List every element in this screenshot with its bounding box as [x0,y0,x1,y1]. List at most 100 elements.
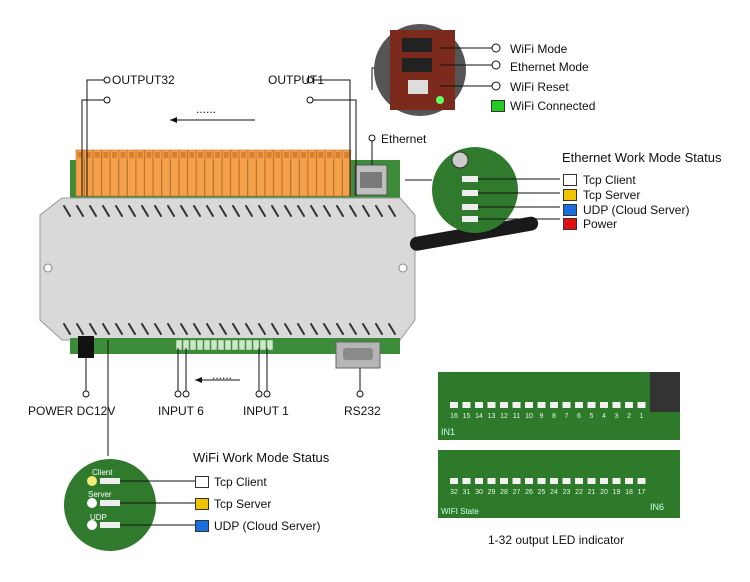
wifi-udp-swatch [195,520,209,532]
terminal-pin [118,149,128,197]
terminal-pin [110,149,119,197]
terminal-pin [282,149,291,197]
output-led [475,402,483,408]
output-terminal-blocks [75,149,351,197]
terminal-pin [342,149,351,197]
input-pin [252,339,260,351]
led-caption: 1-32 output LED indicator [488,533,625,547]
output1-label: OUTPUT1 [268,73,325,87]
led-number: 19 [613,489,621,496]
output-led [525,478,533,484]
led-number: 9 [540,413,544,420]
output-led [450,478,458,484]
input-pin [210,339,218,351]
output-led [550,402,558,408]
output-led [600,402,608,408]
led-number: 29 [488,489,496,496]
wifi-tcp-client-label: Tcp Client [214,475,267,489]
silk-client: Client [92,468,113,477]
terminal-pin [264,149,274,197]
input-pin [217,339,225,351]
led-number: 26 [525,489,533,496]
terminal-pin [144,149,154,197]
terminal-pin [239,149,248,197]
input1-label: INPUT 1 [243,404,289,418]
dots-top: ...... [196,102,217,116]
input-pin [231,339,239,351]
terminal-pin [213,149,222,197]
eth-udp-swatch [563,204,577,216]
output-led [487,478,496,484]
led-number: 18 [625,489,633,496]
eth-power-swatch [563,218,577,230]
wifi-mode-label: WiFi Mode [510,42,568,56]
input-pin [266,339,274,351]
power-label: POWER DC12V [28,404,116,418]
output-led [512,478,521,484]
terminal-pin [84,149,93,197]
output-led [525,402,533,408]
led-number: 11 [513,413,520,420]
terminal-pin [187,149,197,197]
terminal-pin [247,149,257,197]
led-number: 5 [590,413,594,420]
output32-label: OUTPUT32 [112,73,175,87]
terminal-pin [178,149,188,197]
silk-udp: UDP [90,513,107,522]
output-led [600,478,608,484]
terminal-pin [256,149,265,197]
terminal-pin [333,149,343,197]
output-led [637,478,646,484]
input-pin [203,339,211,351]
led-number: 21 [588,489,596,496]
terminal-pin [92,149,102,197]
output-led [587,478,596,484]
ethernet-status-title: Ethernet Work Mode Status [562,150,722,165]
terminal-pin [127,149,136,197]
dots-bottom: ...... [212,368,233,382]
led-number: 17 [638,489,646,496]
input-pin [175,339,183,351]
wifi-tcp-server-label: Tcp Server [214,497,272,511]
output-led [587,402,596,408]
terminal-pin [196,149,205,197]
terminal-pin [101,149,111,197]
led-number: 12 [500,413,508,420]
silk-server: Server [88,490,112,499]
output-led [500,478,508,484]
terminal-pin [161,149,171,197]
led-number: 20 [600,489,608,496]
output-led [637,402,646,408]
terminal-pin [135,149,145,197]
wifi-connected-label: WiFi Connected [510,99,596,113]
led-row2-sub: WIFI State [441,507,479,516]
eth-tcp-client-label: Tcp Client [583,173,636,187]
led-number: 25 [538,489,546,496]
output-led [625,402,633,408]
screw-right [398,263,408,273]
output-led [537,478,546,484]
terminal-pin [299,149,308,197]
power-jack [78,336,94,358]
wifi-udp-label: UDP (Cloud Server) [214,519,321,533]
led-number: 1 [640,413,644,420]
output-led [612,402,621,408]
device-enclosure [39,197,416,341]
ethernet-mode-label: Ethernet Mode [510,60,589,74]
output-led [562,478,571,484]
wifi-antenna [409,216,539,251]
led-number: 30 [475,489,483,496]
output-led [612,478,621,484]
output-led [575,402,583,408]
terminal-pin [307,149,317,197]
wifi-status-title: WiFi Work Mode Status [193,450,330,465]
terminal-pin [230,149,240,197]
input-pin [196,339,204,351]
output-led [575,478,583,484]
output-led [550,478,558,484]
led-number: 23 [563,489,571,496]
led-number: 4 [602,413,606,420]
input-pin [259,339,267,351]
led-number: 3 [615,413,619,420]
